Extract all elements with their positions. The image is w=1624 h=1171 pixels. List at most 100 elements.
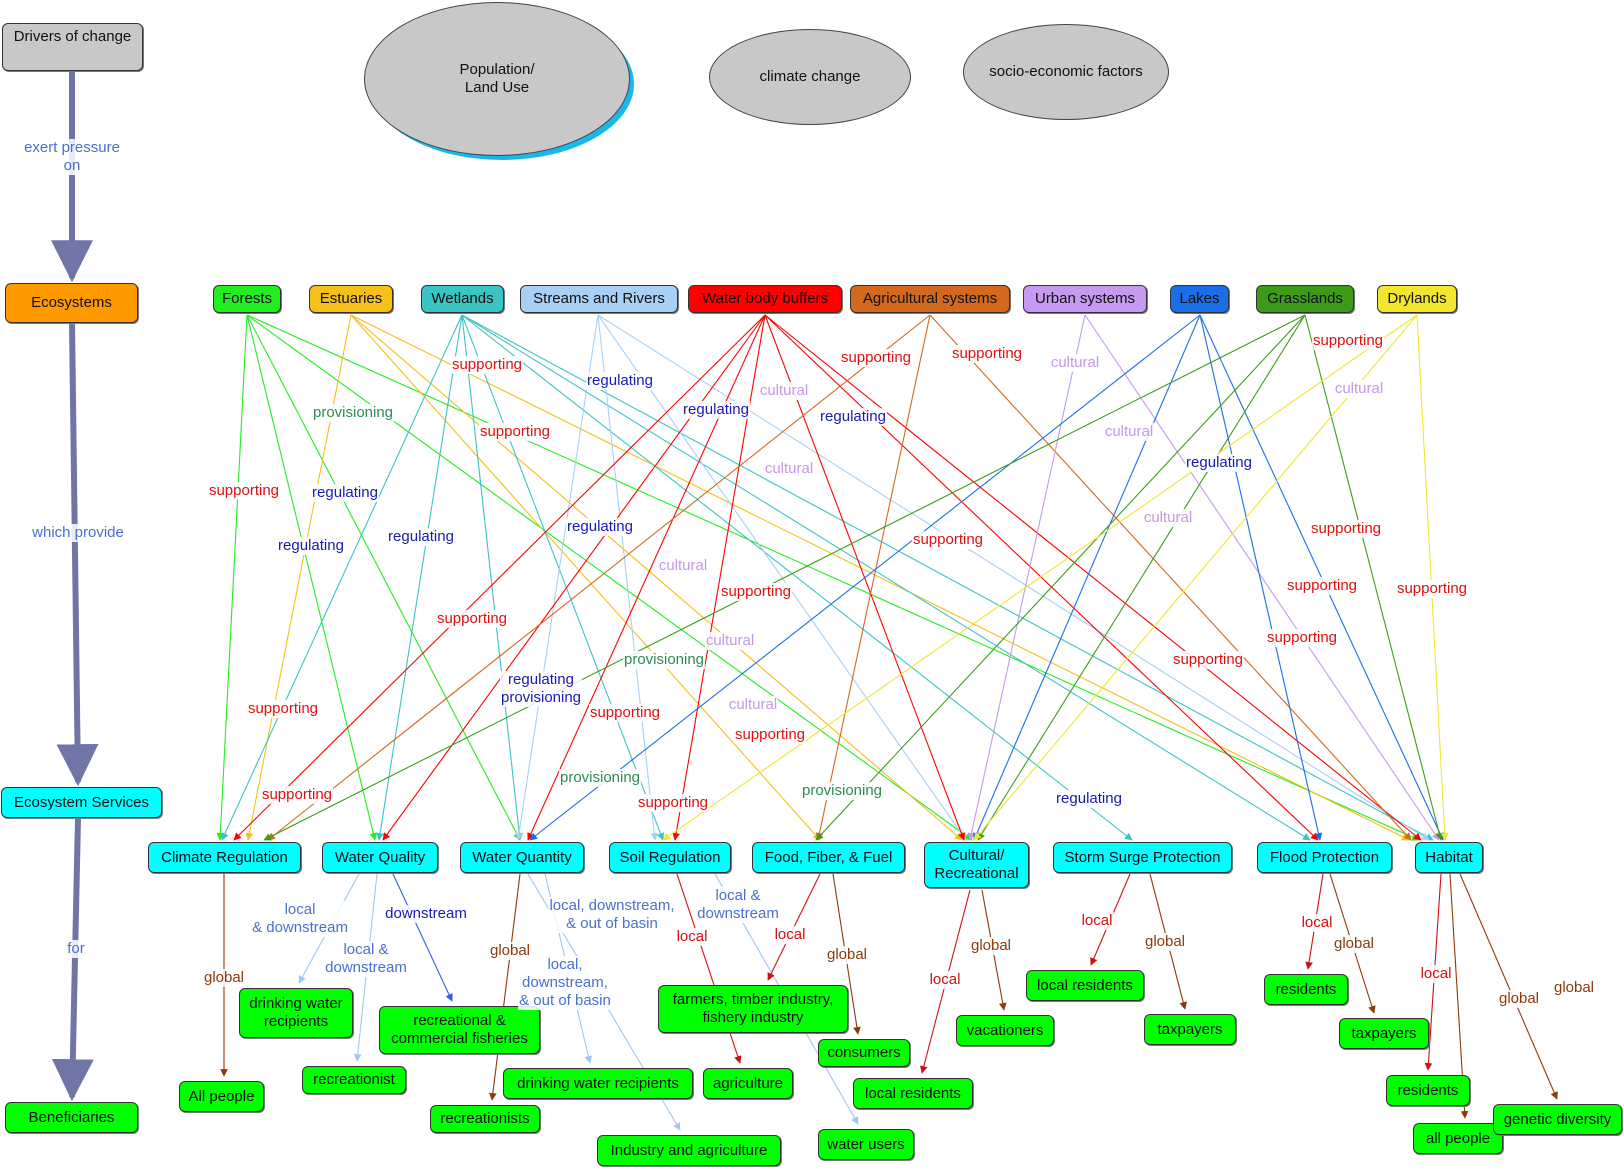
edge-label-regulating: regulating [277,537,345,555]
edge-label-cultural: cultural [1333,380,1385,398]
beneficiary-drinking-water-recipients-a[interactable]: drinking water recipients [239,988,353,1038]
edge-label-supporting: supporting [911,531,985,549]
beneficiary-local-residents-a[interactable]: local residents [853,1078,973,1109]
ecosystem-service-line [929,314,1412,841]
beneficiary-all-people-b[interactable]: all people [1413,1123,1503,1154]
service-climate-regulation[interactable]: Climate Regulation [148,842,301,873]
service-cultural-recreational[interactable]: Cultural/ Recreational [924,842,1029,888]
ecosystem-lakes[interactable]: Lakes [1170,285,1229,313]
ecosystem-service-line [597,314,967,841]
ecosystem-agricultural-systems[interactable]: Agricultural systems [850,285,1010,313]
service-water-quantity[interactable]: Water Quantity [460,842,584,873]
service-flood-protection[interactable]: Flood Protection [1257,842,1392,873]
ecosystem-service-line [515,314,599,841]
edge-label-supporting: supporting [950,345,1024,363]
ecosystem-water-body-buffers[interactable]: Water body buffers [688,285,842,313]
ecosystem-streams-rivers[interactable]: Streams and Rivers [520,285,678,313]
edge-label-cultural: cultural [704,632,756,650]
edge-label-supporting: supporting [719,583,793,601]
ecosystem-service-line [350,314,963,841]
edge-label-cultural: cultural [1049,354,1101,372]
ecosystem-service-line [1084,314,1440,841]
beneficiaries-node[interactable]: Beneficiaries [5,1102,138,1133]
edge-label-provisioning: provisioning [622,651,706,669]
ecosystem-service-line [246,314,378,841]
ecosystem-estuaries[interactable]: Estuaries [309,285,393,313]
edge-label-supporting: supporting [435,610,509,628]
ecosystem-service-line [597,314,659,841]
edge-label-regulating: regulating [387,528,455,546]
ecosystem-service-line [764,314,1319,841]
beneficiary-agriculture[interactable]: agriculture [703,1068,793,1099]
ecosystem-service-line [233,314,766,841]
beneficiary-industry-and-agriculture[interactable]: Industry and agriculture [597,1135,781,1166]
which-provide-label: which provide [31,524,125,542]
edge-label-local-downstream: local & downstream [251,901,349,937]
ecosystem-service-line [973,314,1201,841]
ecosystem-urban-systems[interactable]: Urban systems [1023,285,1147,313]
beneficiary-drinking-water-recipients-b[interactable]: drinking water recipients [503,1068,693,1099]
ecosystem-service-line [461,314,1434,841]
beneficiary-recreationist[interactable]: recreationist [302,1066,406,1094]
edge-label-local-downstream: local & downstream [324,941,408,977]
ecosystem-service-line [216,314,248,841]
beneficiary-taxpayers-b[interactable]: taxpayers [1339,1018,1429,1049]
beneficiary-recreational-commercial-fisheries[interactable]: recreational & commercial fisheries [379,1006,540,1054]
ecosystem-drylands[interactable]: Drylands [1377,285,1457,313]
exert-pressure-label: exert pressure on [23,139,121,175]
edge-label-local-downstream-basin: local, downstream, & out of basin [548,897,676,933]
edge-label-supporting: supporting [588,704,662,722]
beneficiary-all-people[interactable]: All people [179,1081,264,1112]
service-water-quality[interactable]: Water Quality [322,842,438,873]
beneficiary-farmers-timber-fishery[interactable]: farmers, timber industry, fishery indust… [658,985,848,1033]
beneficiary-local-residents-b[interactable]: local residents [1026,970,1144,1001]
edge-label-supporting: supporting [260,786,334,804]
edge-label-supporting: supporting [246,700,320,718]
beneficiary-consumers[interactable]: consumers [818,1039,910,1067]
ecosystems-node[interactable]: Ecosystems [5,283,138,323]
edge-label-regulating: regulating [566,518,634,536]
beneficiary-residents-b[interactable]: residents [1386,1075,1470,1106]
edge-label-local: local [928,971,962,989]
edge-label-local-downstream-basin: local, downstream, & out of basin [518,956,612,1010]
ecosystem-services-node[interactable]: Ecosystem Services [1,787,162,818]
service-beneficiary-line [489,873,521,1101]
ecosystem-service-line [1304,314,1443,841]
service-food-fiber-fuel[interactable]: Food, Fiber, & Fuel [752,842,905,873]
edge-label-regulating: regulating [1185,454,1253,472]
beneficiary-water-users[interactable]: water users [818,1129,914,1160]
beneficiary-taxpayers-a[interactable]: taxpayers [1144,1014,1236,1045]
ecosystem-service-line [815,314,931,841]
beneficiary-genetic-diversity[interactable]: genetic diversity [1493,1104,1622,1135]
edge-label-regulating: regulating [311,484,379,502]
service-storm-surge-protection[interactable]: Storm Surge Protection [1053,842,1232,873]
edge-label-cultural: cultural [758,382,810,400]
ecosystem-wetlands[interactable]: Wetlands [421,285,504,313]
edge-label-global: global [488,942,532,960]
edge-label-local: local [1080,912,1114,930]
socio-economic-factors-node[interactable]: socio-economic factors [963,24,1169,120]
edge-label-cultural: cultural [657,557,709,575]
service-soil-regulation[interactable]: Soil Regulation [609,842,731,873]
service-habitat[interactable]: Habitat [1415,842,1483,873]
drivers-of-change-node[interactable]: Drivers of change [2,23,143,71]
ecosystem-service-line [973,314,1418,841]
beneficiary-residents-a[interactable]: residents [1264,974,1348,1005]
climate-change-node[interactable]: climate change [709,29,911,125]
edge-label-provisioning: provisioning [800,782,884,800]
edge-label-global: global [825,946,869,964]
ecosystem-forests[interactable]: Forests [213,285,281,313]
ecosystem-service-line [350,314,1410,841]
ecosystem-service-line [246,314,1420,841]
ecosystem-service-line [977,314,1306,841]
edge-label-local: local [675,928,709,946]
edge-label-cultural: cultural [1103,423,1155,441]
edge-label-regulating: regulating [586,372,654,390]
ecosystem-service-line [221,314,463,841]
population-land-use-node[interactable]: Population/ Land Use [364,2,630,156]
beneficiary-vacationers[interactable]: vacationers [956,1015,1054,1046]
service-beneficiary-line [392,873,453,1002]
beneficiary-recreationists[interactable]: recreationists [430,1105,540,1133]
ecosystem-grasslands[interactable]: Grasslands [1256,285,1354,313]
for-label: for [66,940,86,958]
